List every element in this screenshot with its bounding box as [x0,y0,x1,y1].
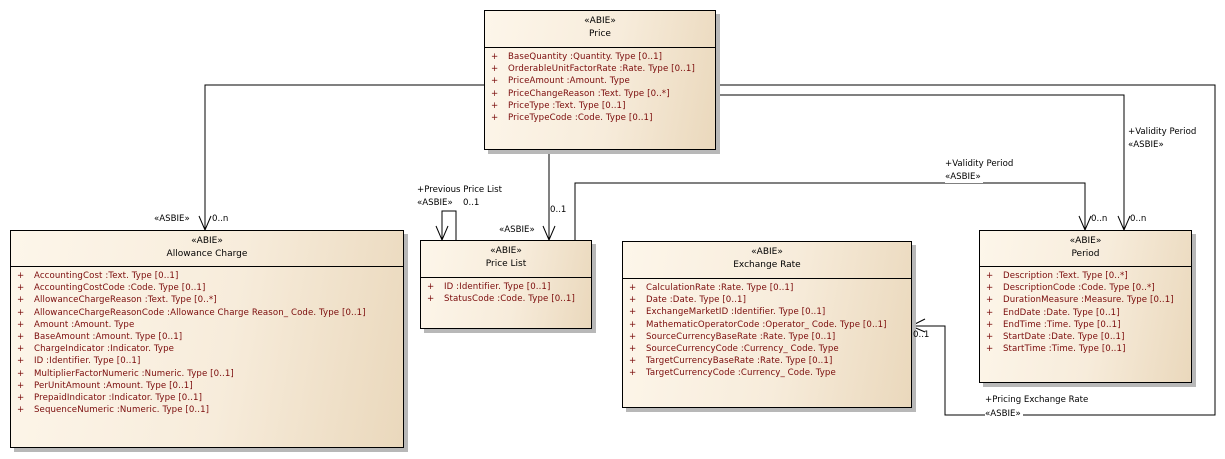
attribute-row: +PriceTypeCode :Code. Type [0..1] [491,113,653,124]
attribute-row: +AllowanceChargeReason :Text. Type [0..*… [17,295,217,306]
attribute-row: +TargetCurrencyCode :Currency_ Code. Typ… [629,368,836,379]
connector-pricing-exchange-rate [716,84,1216,416]
class-name: Price List [485,259,527,269]
attribute-row: +PriceChangeReason :Text. Type [0..*] [491,88,670,99]
attribute-list: +ID :Identifier. Type [0..1] +StatusCode… [421,278,591,305]
attribute-row: +MultiplierFactorNumeric :Numeric. Type … [17,368,234,379]
attribute-row: +PerUnitAmount :Amount. Type [0..1] [17,380,193,391]
pricing-exchange-rate-role-label: +Pricing Exchange Rate [985,395,1089,405]
previous-price-list-multiplicity-label: 0..1 [463,198,480,208]
pricing-exchange-rate-multiplicity-label: 0..1 [913,330,930,340]
price-list-multiplicity-label: 0..1 [550,205,567,215]
attribute-row: +DurationMeasure :Measure. Type [0..1] [986,295,1174,306]
attribute-row: +EndTime :Time. Type [0..1] [986,319,1121,330]
price-list-validity-multiplicity-label: 0..n [1091,214,1108,224]
attribute-row: +ExchangeMarketID :Identifier. Type [0..… [629,307,826,318]
price-list-validity-role-label: +Validity Period [945,159,1014,169]
previous-price-list-role-label: +Previous Price List [417,185,502,195]
connector-price-validity [716,94,1125,230]
attribute-row: +MathematicOperatorCode :Operator_ Code.… [629,319,887,330]
class-name: Price [589,29,611,39]
attribute-row: +TargetCurrencyBaseRate :Rate. Type [0..… [629,356,833,367]
class-allowance-charge[interactable]: «ABIE» Allowance Charge +AccountingCost … [10,230,404,448]
price-list-stereotype-label: «ASBIE» [499,225,535,235]
attribute-row: +StartDate :Date. Type [0..1] [986,332,1125,343]
attribute-row: +SourceCurrencyCode :Currency_ Code. Typ… [629,344,839,355]
attribute-row: +PriceAmount :Amount. Type [491,76,630,87]
attribute-row: +BaseAmount :Amount. Type [0..1] [17,332,183,343]
price-validity-multiplicity-label: 0..n [1130,214,1147,224]
price-validity-role-label: +Validity Period [1128,127,1197,137]
attribute-row: +PriceType :Text. Type [0..1] [491,100,626,111]
connector-allowance-charge [204,84,485,230]
connector-previous-price-list [441,210,457,240]
attribute-row: +AccountingCost :Text. Type [0..1] [17,271,179,281]
attribute-row: +StartTime :Time. Type [0..1] [986,344,1126,355]
class-name: Exchange Rate [733,260,801,270]
class-stereotype: «ABIE» [191,236,223,246]
attribute-row: +Date :Date. Type [0..1] [629,295,747,306]
class-stereotype: «ABIE» [1069,236,1102,246]
class-stereotype: «ABIE» [490,246,522,256]
class-stereotype: «ABIE» [751,247,783,257]
attribute-row: +ID :Identifier. Type [0..1] [17,356,141,367]
price-list-validity-stereotype-label: «ASBIE» [945,172,983,183]
attribute-row: +Amount :Amount. Type [17,319,135,330]
attribute-row: +OrderableUnitFactorRate :Rate. Type [0.… [491,64,695,75]
attribute-row: +PrepaidIndicator :Indicator. Type [0..1… [17,393,203,404]
attribute-row: +SourceCurrencyBaseRate :Rate. Type [0..… [629,331,836,342]
attribute-row: +AccountingCostCode :Code. Type [0..1] [17,283,206,294]
class-name: Allowance Charge [166,249,248,259]
previous-price-list-stereotype-label: «ASBIE» [417,198,453,208]
attribute-list: +CalculationRate :Rate. Type [0..1] +Dat… [623,279,911,380]
attribute-row: +AllowanceChargeReasonCode :Allowance Ch… [17,307,366,318]
class-name: Period [1071,249,1100,259]
attribute-row: +EndDate :Date. Type [0..1] [986,307,1120,318]
allowance-charge-stereotype-label: «ASBIE» [154,214,190,224]
attribute-list: +BaseQuantity :Quantity. Type [0..1] +Or… [485,48,715,124]
allowance-charge-multiplicity-label: 0..n [212,214,229,224]
attribute-list: +AccountingCost :Text. Type [0..1] +Acco… [11,267,403,416]
attribute-row: +Description :Text. Type [0..*] [986,271,1128,281]
price-validity-stereotype-label: «ASBIE» [1128,140,1164,150]
attribute-row: +BaseQuantity :Quantity. Type [0..1] [491,52,663,62]
attribute-row: +DescriptionCode :Code. Type [0..*] [986,283,1155,294]
class-price[interactable]: «ABIE» Price +BaseQuantity :Quantity. Ty… [484,10,716,150]
class-stereotype: «ABIE» [584,16,616,26]
attribute-list: +Description :Text. Type [0..*] +Descrip… [980,267,1191,355]
pricing-exchange-rate-stereotype-label: «ASBIE» [985,409,1023,420]
attribute-row: +ChargeIndicator :Indicator. Type [17,344,175,355]
attribute-row: +SequenceNumeric :Numeric. Type [0..1] [17,405,210,416]
attribute-row: +CalculationRate :Rate. Type [0..1] [629,283,794,293]
class-period[interactable]: «ABIE» Period +Description :Text. Type [… [979,230,1192,383]
connector-price-list-validity [574,182,1086,240]
attribute-row: +ID :Identifier. Type [0..1] [427,282,551,292]
attribute-row: +StatusCode :Code. Type [0..1] [427,294,575,305]
class-price-list[interactable]: «ABIE» Price List +ID :Identifier. Type … [420,240,592,329]
class-exchange-rate[interactable]: «ABIE» Exchange Rate +CalculationRate :R… [622,241,912,408]
